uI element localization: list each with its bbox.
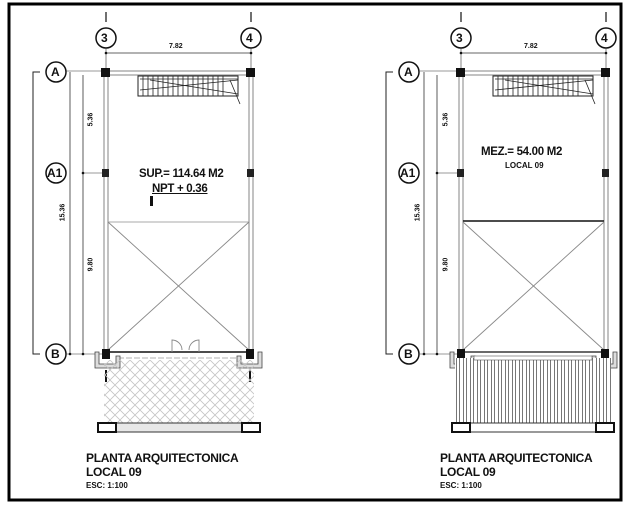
column — [601, 68, 610, 77]
plan-title: PLANTA ARQUITECTONICA — [440, 451, 593, 465]
grid-bubble-A1 — [398, 162, 420, 184]
sheet-border — [7, 2, 623, 502]
grid-label-A: A — [51, 65, 60, 79]
dimension-upper: 5.36 — [442, 112, 450, 127]
column — [101, 68, 110, 77]
column — [456, 68, 465, 77]
level-label: NPT + 0.36 — [152, 183, 208, 195]
dimension-upper: 5.36 — [87, 112, 95, 127]
grid-label-A1: A1 — [47, 166, 63, 180]
void-cross — [107, 221, 250, 351]
local-label: LOCAL 09 — [505, 161, 544, 170]
plan-subtitle: LOCAL 09 — [86, 465, 142, 479]
plan-scale: ESC: 1:100 — [86, 481, 128, 490]
grid-label-A1: A1 — [400, 166, 416, 180]
grid-bubble-A — [398, 61, 420, 83]
stair-icon — [492, 75, 596, 105]
dimension-top: 7.82 — [524, 43, 538, 50]
grid-label-B: B — [404, 347, 413, 361]
plan-title: PLANTA ARQUITECTONICA — [86, 451, 239, 465]
plan-subtitle: LOCAL 09 — [440, 465, 496, 479]
grid-label-3: 3 — [456, 31, 463, 45]
roof-slats — [455, 358, 611, 424]
dimension-lower: 9.80 — [442, 257, 450, 272]
grid-bubble-A1 — [45, 162, 67, 184]
grid-label-B: B — [51, 347, 60, 361]
grid-label-3: 3 — [101, 31, 108, 45]
column — [246, 68, 255, 77]
pavement-hatch — [104, 360, 254, 424]
dimension-lower: 9.80 — [87, 257, 95, 272]
plan-ground-floor — [32, 12, 263, 433]
area-label: SUP.= 114.64 M2 — [139, 168, 224, 180]
grid-bubble-B — [398, 343, 420, 365]
void-cross — [462, 221, 605, 351]
dimension-top: 7.82 — [169, 43, 183, 50]
area-label: MEZ.= 54.00 M2 — [481, 146, 563, 158]
grid-bubble-A — [45, 61, 67, 83]
plan-mezzanine — [385, 12, 618, 433]
dimension-total: 15.36 — [414, 203, 422, 222]
stair-icon — [137, 75, 241, 105]
plan-scale: ESC: 1:100 — [440, 481, 482, 490]
grid-label-4: 4 — [601, 31, 608, 45]
grid-label-A: A — [404, 65, 413, 79]
grid-label-4: 4 — [246, 31, 253, 45]
dimension-total: 15.36 — [59, 203, 67, 222]
